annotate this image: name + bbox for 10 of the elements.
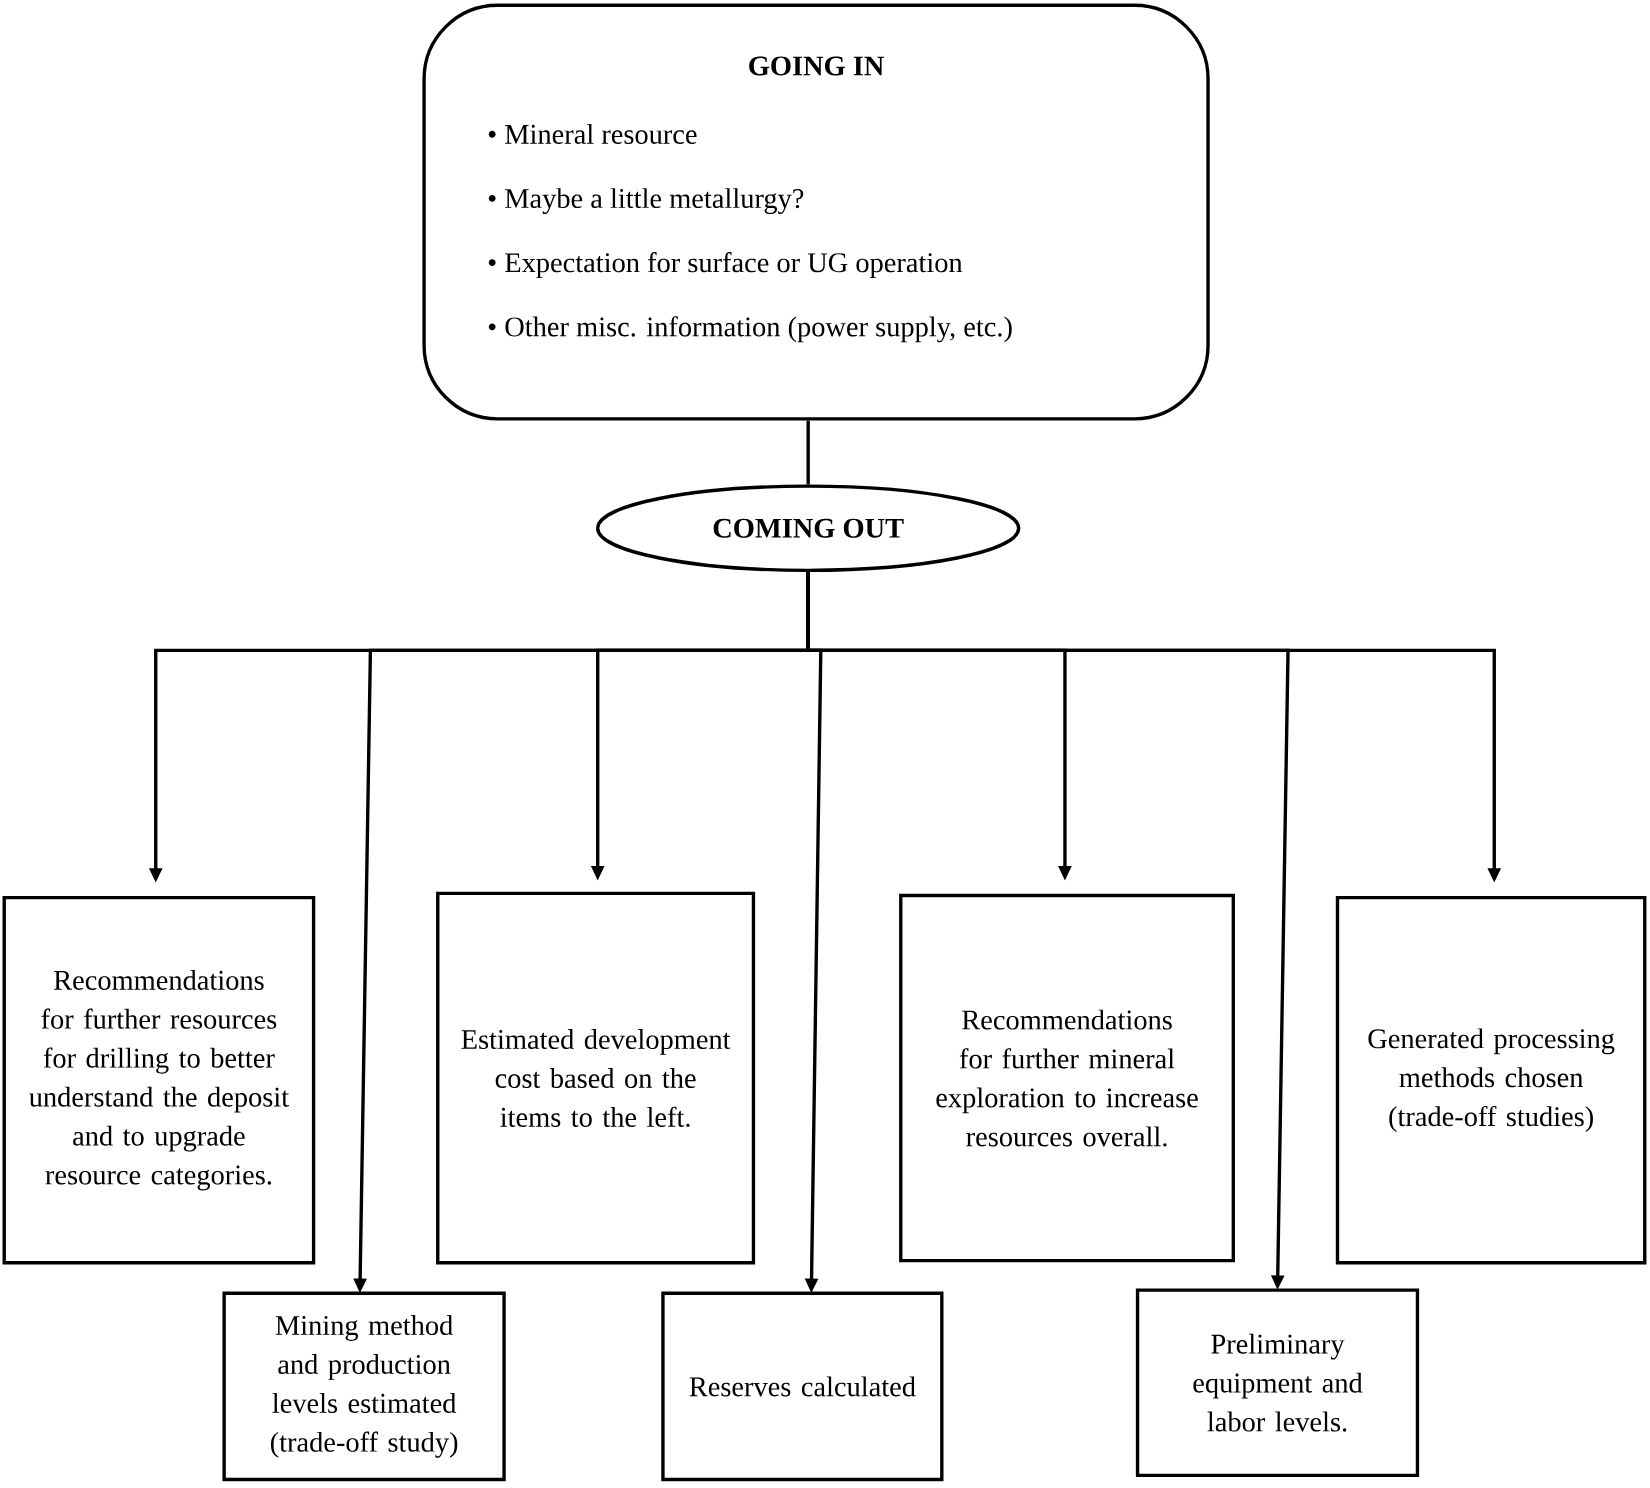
process-box: Estimated development cost based on the items to the left.	[436, 891, 756, 1265]
oval: COMING OUT	[596, 484, 1021, 573]
process-box: Reserves calculated	[661, 1291, 944, 1482]
connector-line	[806, 420, 810, 485]
rounded-box: GOING IN • Mineral resource • Maybe a little metallurgy? • Expectation for surface or UG operation • Other misc. information (power supply, etc.)	[422, 3, 1210, 421]
process-box: Generated processing methods chosen (trade-off studies)	[1335, 895, 1647, 1265]
process-box: Recommendations for further resources for drilling to better understand the deposit and to upgrade resource categories.	[2, 895, 316, 1265]
process-box: Mining method and production levels estimated (trade-off study)	[222, 1291, 506, 1482]
process-box: Preliminary equipment and labor levels.	[1135, 1288, 1420, 1478]
process-box: Recommendations for further mineral exploration to increase resources overall.	[899, 893, 1235, 1263]
